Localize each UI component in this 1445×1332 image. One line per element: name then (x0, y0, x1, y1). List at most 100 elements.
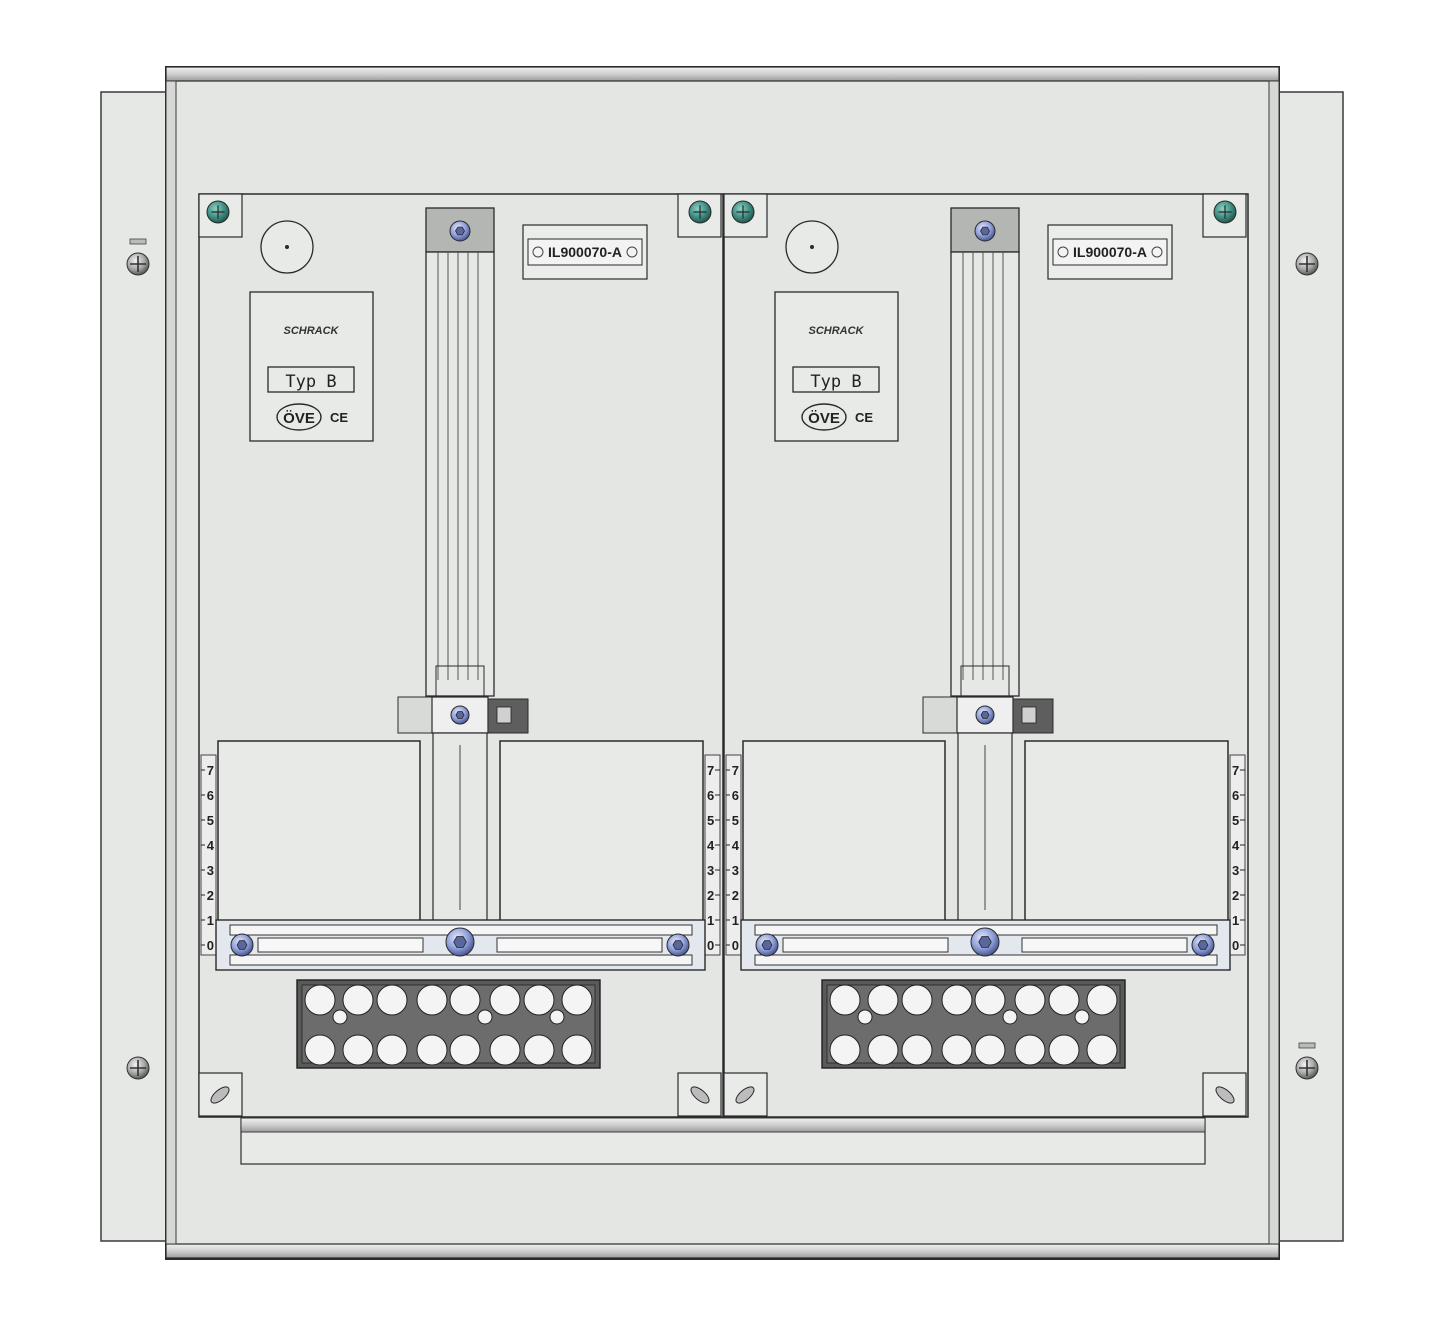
slider-latch-slot (1021, 706, 1037, 724)
terminal-hole (1086, 984, 1118, 1016)
height-scale-right (704, 754, 721, 956)
terminal-hole (829, 984, 861, 1016)
rail-top-screw-icon-socket (455, 226, 465, 236)
scale-label-right: 4 (1232, 838, 1240, 853)
scale-label-left: 2 (732, 888, 739, 903)
terminal-hole (489, 1034, 521, 1066)
slider-clamp-latch (487, 698, 529, 734)
scale-label-right: 7 (1232, 763, 1239, 778)
support-bar-slot-left (257, 937, 424, 953)
slotted-hole (210, 1086, 230, 1104)
code-label-hole (1057, 246, 1069, 258)
terminal-hole (376, 1034, 408, 1066)
type-label: Typ B (810, 372, 861, 392)
scale-label-left: 6 (732, 788, 739, 803)
code-label: IL900070-A (548, 244, 622, 260)
scale-label-right: 1 (707, 913, 714, 928)
scale-label-left: 0 (207, 938, 214, 953)
flange-screws (126, 238, 1319, 1080)
bar-center-screw-icon-socket (978, 936, 992, 948)
terminal-hole (561, 984, 593, 1016)
green-screw-icon-slot (693, 205, 707, 219)
scale-label-left: 3 (207, 863, 214, 878)
scale-label-left: 3 (732, 863, 739, 878)
terminal-hole (561, 1034, 593, 1066)
vertical-rail (950, 251, 1020, 697)
height-scale-right (1229, 754, 1246, 956)
scale-label-left: 5 (732, 813, 739, 828)
terminal-small-hole (1002, 1009, 1018, 1025)
bar-screw-icon-socket (761, 940, 773, 950)
support-bar-slot-right (496, 937, 663, 953)
bar-screw-icon-socket (1197, 940, 1209, 950)
bar-screw-icon (755, 933, 779, 957)
type-label-box (792, 366, 880, 393)
rail-bottom-stop (960, 665, 1010, 697)
slider-latch-slot (496, 706, 512, 724)
green-screw-icon (688, 200, 712, 224)
scale-label-left: 1 (207, 913, 214, 928)
scale-label-right: 5 (1232, 813, 1239, 828)
rail-top-screw-icon (449, 220, 471, 242)
terminal-hole (376, 984, 408, 1016)
approval-mark: ÖVE (808, 410, 840, 427)
meter-slot-right (499, 740, 704, 923)
ce-mark: CE (330, 410, 348, 425)
top-frame-rail (165, 66, 1280, 82)
slider-screw-icon (450, 705, 470, 725)
terminal-hole (449, 1034, 481, 1066)
left-frame-rail (165, 80, 177, 1245)
scale-label-left: 7 (207, 763, 214, 778)
meter-slot-left (217, 740, 421, 923)
brand-label: SCHRACK (284, 325, 340, 337)
scale-label-right: 6 (707, 788, 714, 803)
scale-label-left: 0 (732, 938, 739, 953)
bottom-frame-rail (165, 1243, 1280, 1259)
slotted-hole (1215, 1086, 1235, 1104)
brand-label: SCHRACK (809, 325, 865, 337)
bar-center-screw-icon (970, 927, 1000, 957)
terminal-hole (829, 1034, 861, 1066)
type-label: Typ B (285, 372, 336, 392)
terminal-hole (1014, 1034, 1046, 1066)
code-label-hole (626, 246, 638, 258)
code-label-hole (1151, 246, 1163, 258)
rail-bottom-stop (435, 665, 485, 697)
type-label-box (267, 366, 355, 393)
terminal-hole (1086, 1034, 1118, 1066)
rail-top-screw-icon-socket (980, 226, 990, 236)
bar-screw-icon (1191, 933, 1215, 957)
scale-label-right: 3 (1232, 863, 1239, 878)
height-scale-left (725, 754, 742, 956)
height-scale-left (200, 754, 217, 956)
terminal-hole (416, 984, 448, 1016)
scale-label-left: 4 (207, 838, 215, 853)
scale-label-right: 2 (1232, 888, 1239, 903)
scale-label-left: 6 (207, 788, 214, 803)
green-screw-icon (731, 200, 755, 224)
terminal-hole (489, 984, 521, 1016)
scale-label-right: 0 (1232, 938, 1239, 953)
scale-label-right: 7 (707, 763, 714, 778)
corner-block-bottom-left (198, 1072, 243, 1117)
terminal-small-hole (857, 1009, 873, 1025)
slider-clamp-left (922, 696, 958, 734)
bar-screw-icon-socket (236, 940, 248, 950)
terminal-hole (974, 1034, 1006, 1066)
approval-mark-outline (801, 403, 847, 431)
bar-screw-icon-socket (672, 940, 684, 950)
scale-label-right: 6 (1232, 788, 1239, 803)
meter-slot-right (1024, 740, 1229, 923)
terminal-hole (867, 984, 899, 1016)
scale-label-right: 3 (707, 863, 714, 878)
code-label-inner (1052, 238, 1168, 266)
scale-label-left: 2 (207, 888, 214, 903)
ce-mark: CE (855, 410, 873, 425)
right-frame-rail (1268, 80, 1280, 1245)
terminal-hole (867, 1034, 899, 1066)
terminal-hole (304, 1034, 336, 1066)
slider-screw-icon-socket (455, 711, 465, 719)
terminal-hole (941, 1034, 973, 1066)
